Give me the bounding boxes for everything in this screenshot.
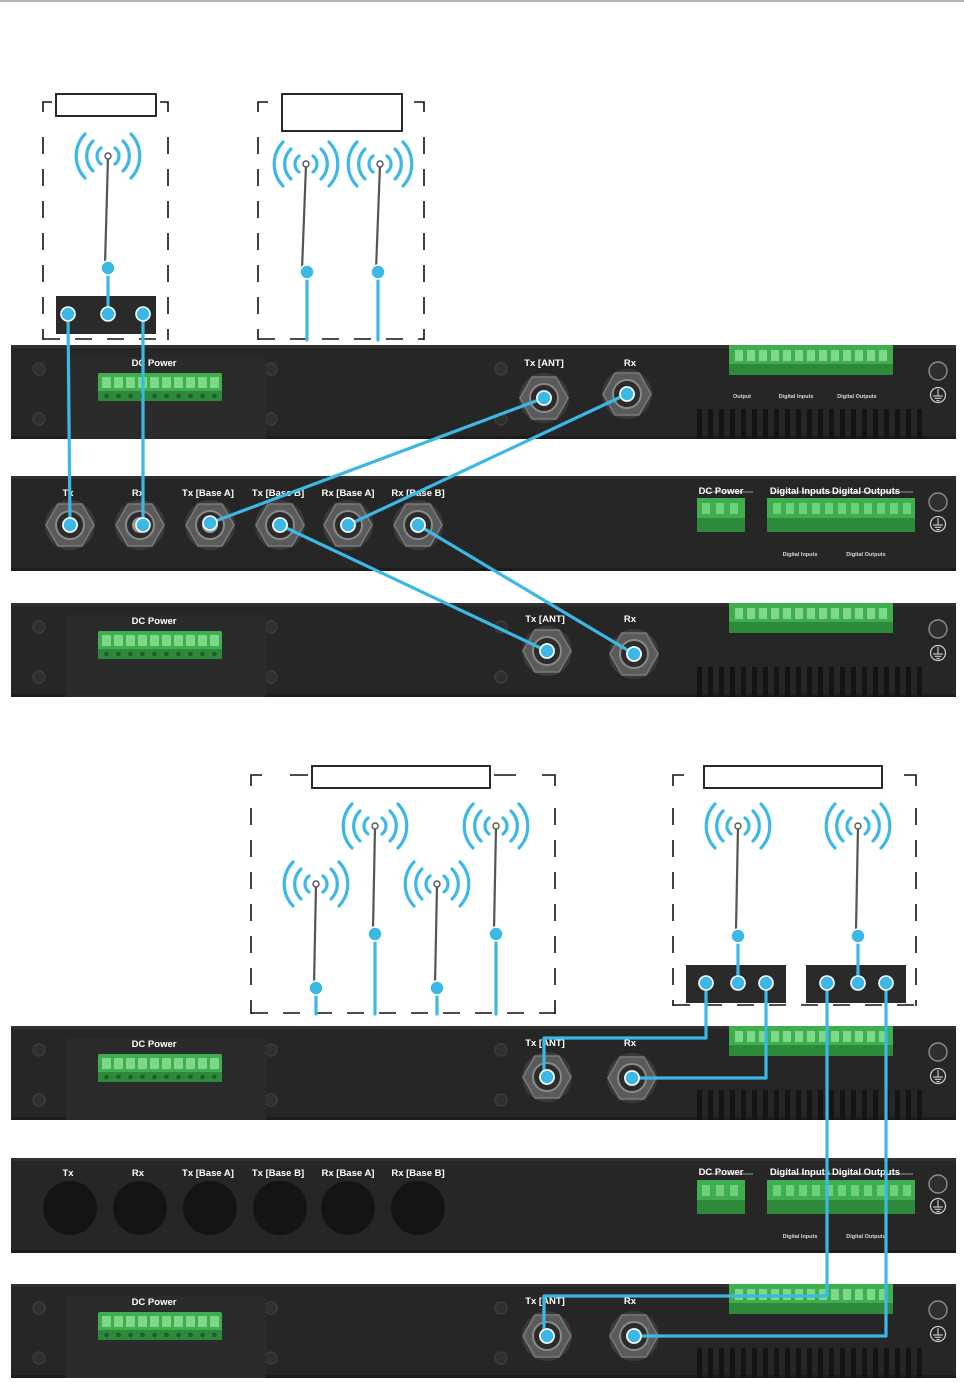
output-label: Output <box>733 394 751 400</box>
dc-power-label: DC Power <box>699 1167 744 1178</box>
dc-power-label: DC Power <box>132 1039 177 1050</box>
cable-endpoints-bottom <box>308 926 894 1344</box>
tx-ant-label: Tx [ANT] <box>524 358 564 369</box>
tx-base-b-label: Tx [Base B] <box>252 488 304 499</box>
digital-inputs-label: Digital Inputs <box>770 1167 830 1178</box>
device-panel-4: DC Power Tx [ANT] Rx <box>11 1026 956 1120</box>
empty-port <box>43 1181 97 1235</box>
digital-inputs-label: Digital Inputs <box>779 394 814 400</box>
digital-outputs-sub-label: Digital Outputs <box>846 1234 885 1240</box>
rx-base-b-label: Rx [Base B] <box>391 1168 444 1179</box>
rx-base-a-label: Rx [Base A] <box>322 488 375 499</box>
dc-power-label: DC Power <box>132 616 177 627</box>
empty-port <box>113 1181 167 1235</box>
dc-power-label: DC Power <box>132 358 177 369</box>
antenna-group-4 <box>672 765 917 1006</box>
rx-base-a-label: Rx [Base A] <box>322 1168 375 1179</box>
device-panel-2: Tx Rx Tx [Base A] Tx [Base B] Rx [Base A… <box>11 476 956 571</box>
rx-label: Rx <box>132 1168 145 1179</box>
digital-inputs-label: Digital Inputs <box>770 486 830 497</box>
antenna-group-1-label-box <box>55 93 157 117</box>
antenna-group-3-label-box <box>311 765 491 789</box>
rx-label: Rx <box>624 1038 637 1049</box>
antenna-group-2 <box>257 93 425 340</box>
antenna-group-4-label-box <box>703 765 883 789</box>
rx-label: Rx <box>624 1296 637 1307</box>
cable-endpoints-top <box>60 260 642 662</box>
empty-port <box>183 1181 237 1235</box>
rx-label: Rx <box>624 614 637 625</box>
rx-label: Rx <box>624 358 637 369</box>
antenna-group-2-label-box <box>281 93 403 132</box>
empty-port <box>391 1181 445 1235</box>
dc-power-label: DC Power <box>699 486 744 497</box>
digital-outputs-label: Digital Outputs <box>837 394 876 400</box>
dc-power-label: DC Power <box>132 1297 177 1308</box>
antenna-group-1 <box>42 93 169 340</box>
device-panel-3: DC Power Tx [ANT] Rx <box>11 603 956 697</box>
device-panel-1: DC Power Tx [ANT] Rx Output Digital Inpu… <box>11 345 956 439</box>
tx-label: Tx <box>62 1168 74 1179</box>
empty-port <box>253 1181 307 1235</box>
digital-outputs-label: Digital Outputs <box>832 486 900 497</box>
empty-port <box>321 1181 375 1235</box>
antenna-group-3 <box>250 765 556 1014</box>
tx-base-a-label: Tx [Base A] <box>182 1168 234 1179</box>
digital-outputs-label: Digital Outputs <box>832 1167 900 1178</box>
tx-base-b-label: Tx [Base B] <box>252 1168 304 1179</box>
tx-ant-label: Tx [ANT] <box>525 614 565 625</box>
tx-base-a-label: Tx [Base A] <box>182 488 234 499</box>
digital-inputs-sub-label: Digital Inputs <box>783 552 818 558</box>
device-panel-6: DC Power Tx [ANT] Rx <box>11 1284 956 1378</box>
cables-top <box>66 266 636 656</box>
digital-outputs-sub-label: Digital Outputs <box>846 552 885 558</box>
device-panel-5: Tx Rx Tx [Base A] Tx [Base B] Rx [Base A… <box>11 1158 956 1253</box>
digital-inputs-sub-label: Digital Inputs <box>783 1234 818 1240</box>
rx-label: Rx <box>132 488 145 499</box>
cables-bottom <box>314 932 888 1338</box>
